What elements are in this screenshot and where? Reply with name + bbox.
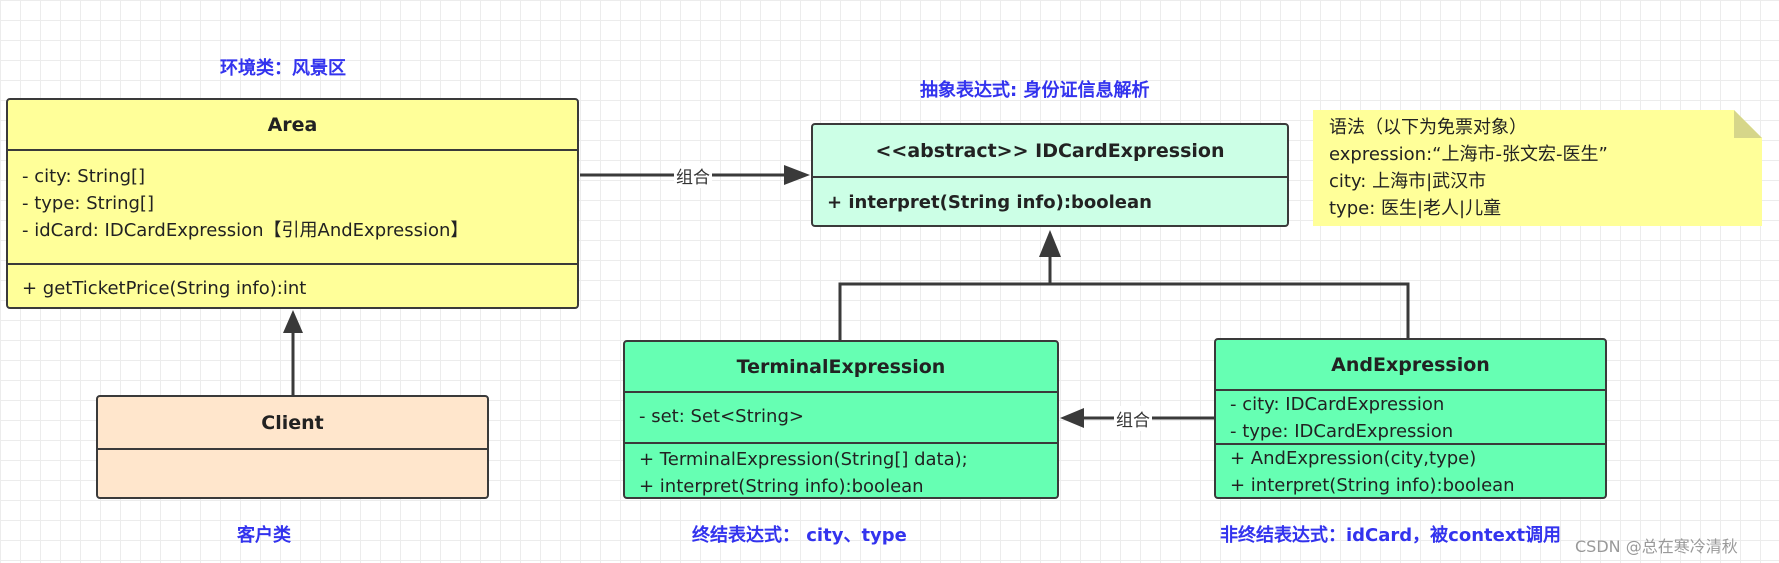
arrowhead-terminal <box>1060 408 1084 428</box>
composition-label-2: 组合 <box>1114 406 1152 431</box>
watermark: CSDN @总在寒冷清秋 <box>1575 537 1738 556</box>
method: + AndExpression(city,type) <box>1230 448 1477 469</box>
class-client-name: Client <box>98 397 487 450</box>
attribute: - type: IDCardExpression <box>1230 421 1454 442</box>
class-area-name: Area <box>8 100 577 151</box>
method: + interpret(String info):boolean <box>639 476 924 497</box>
attribute: - set: Set<String> <box>639 406 804 427</box>
label-client: 客户类 <box>237 525 291 546</box>
label-terminal: 终结表达式： city、type <box>692 525 907 546</box>
arrowhead-idcard <box>784 165 810 185</box>
class-and-attributes: - city: IDCardExpression - type: IDCardE… <box>1216 391 1605 445</box>
method: + getTicketPrice(String info):int <box>22 278 307 299</box>
attribute: - city: IDCardExpression <box>1230 394 1445 415</box>
class-terminal-attributes: - set: Set<String> <box>625 393 1057 444</box>
label-nonterminal: 非终结表达式：idCard，被context调用 <box>1220 525 1562 546</box>
method: + interpret(String info):boolean <box>1230 475 1515 496</box>
class-area-attributes: - city: String[] - type: String[] - idCa… <box>8 151 577 265</box>
note-line: expression:“上海市-张文宏-医生” <box>1329 144 1608 165</box>
arrowhead-area <box>283 310 303 333</box>
grammar-note: 语法（以下为免票对象） expression:“上海市-张文宏-医生” city… <box>1313 110 1762 226</box>
class-terminal-expression[interactable]: TerminalExpression - set: Set<String> + … <box>623 340 1059 499</box>
attribute: - idCard: IDCardExpression【引用AndExpressi… <box>22 220 469 241</box>
attribute: - type: String[] <box>22 193 154 214</box>
class-and-name: AndExpression <box>1216 340 1605 391</box>
method: + TerminalExpression(String[] data); <box>639 449 968 470</box>
arrowhead-generalization <box>1039 230 1061 257</box>
class-area[interactable]: Area - city: String[] - type: String[] -… <box>6 98 579 309</box>
class-idcard-name: <<abstract>> IDCardExpression <box>813 125 1287 178</box>
class-terminal-name: TerminalExpression <box>625 342 1057 393</box>
class-client[interactable]: Client <box>96 395 489 499</box>
class-area-methods: + getTicketPrice(String info):int <box>8 265 577 304</box>
class-idcard-expression[interactable]: <<abstract>> IDCardExpression + interpre… <box>811 123 1289 227</box>
composition-label-1: 组合 <box>674 163 712 188</box>
class-and-expression[interactable]: AndExpression - city: IDCardExpression -… <box>1214 338 1607 499</box>
generalization-line <box>838 282 1410 340</box>
class-idcard-methods: + interpret(String info):boolean <box>813 178 1287 218</box>
note-line: 语法（以下为免票对象） <box>1329 117 1527 138</box>
attribute: - city: String[] <box>22 166 146 187</box>
method: + interpret(String info):boolean <box>827 192 1152 213</box>
class-terminal-methods: + TerminalExpression(String[] data); + i… <box>625 444 1057 497</box>
label-environment: 环境类：风景区 <box>220 58 346 79</box>
note-line: type: 医生|老人|儿童 <box>1329 198 1502 219</box>
label-abstract: 抽象表达式: 身份证信息解析 <box>920 80 1150 101</box>
class-and-methods: + AndExpression(city,type) + interpret(S… <box>1216 445 1605 497</box>
note-line: city: 上海市|武汉市 <box>1329 171 1487 192</box>
